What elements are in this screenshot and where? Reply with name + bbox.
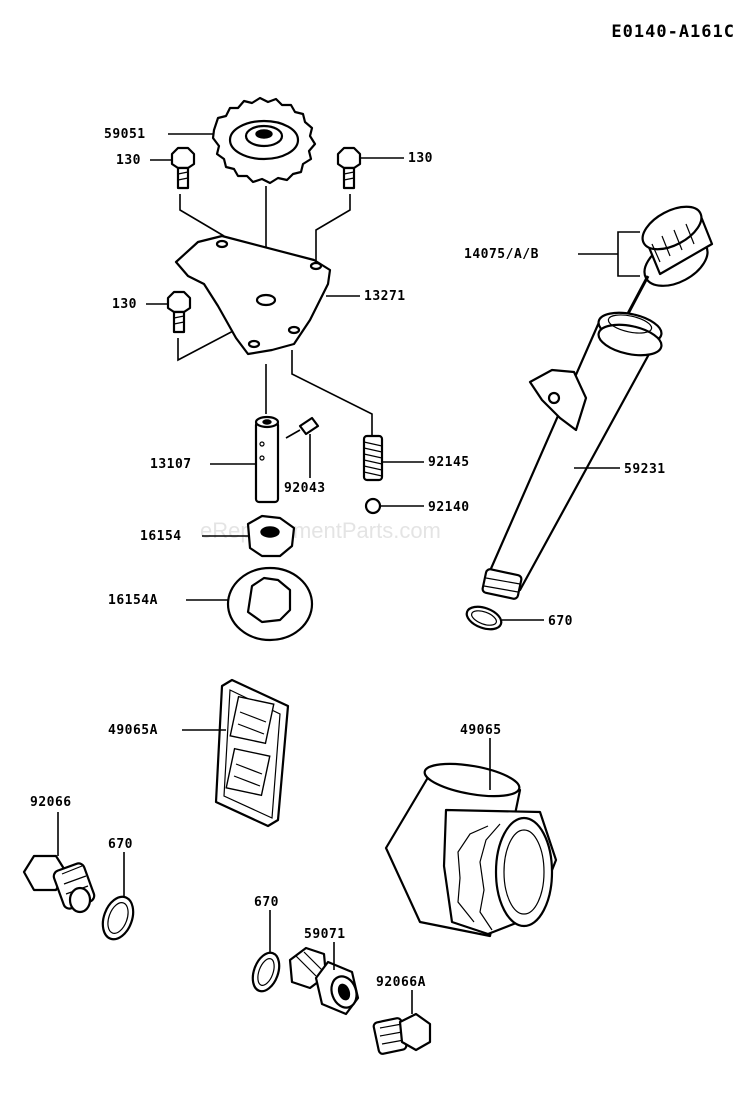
watermark: eReplacementParts.com <box>200 518 441 543</box>
oil-filter[interactable] <box>384 758 558 938</box>
label-bolt-top-left: 130 <box>116 153 141 168</box>
label-filler-tube: 59231 <box>624 462 666 477</box>
label-outer-rotor: 16154A <box>108 593 158 608</box>
bolt-top-left[interactable] <box>170 146 196 190</box>
diagram-id: E0140-A161C <box>611 22 735 42</box>
label-shaft: 13107 <box>150 457 192 472</box>
oring-left[interactable] <box>97 893 138 944</box>
small-plug[interactable] <box>372 1012 432 1055</box>
pump-shaft[interactable] <box>254 415 280 504</box>
label-gear: 59051 <box>104 127 146 142</box>
label-pin: 92043 <box>284 481 326 496</box>
pump-cover-plate[interactable] <box>174 234 332 356</box>
label-inner-rotor: 16154 <box>140 529 182 544</box>
leader-bolt-tl-hole <box>179 194 225 237</box>
label-plate: 13271 <box>364 289 406 304</box>
oring-tube[interactable] <box>464 602 505 633</box>
label-oring-left: 670 <box>108 837 133 852</box>
label-oring-tube: 670 <box>548 614 573 629</box>
label-drain-plug: 92066 <box>30 795 72 810</box>
oil-screen[interactable] <box>214 678 290 828</box>
leader-bolt-tr-hole <box>315 194 351 262</box>
label-small-plug: 92066A <box>376 975 426 990</box>
label-ball: 92140 <box>428 500 470 515</box>
bolt-top-right[interactable] <box>336 146 362 190</box>
label-screen: 49065A <box>108 723 158 738</box>
label-bolt-mid-left: 130 <box>112 297 137 312</box>
leader-pin-dash <box>285 429 301 439</box>
label-bolt-top-right: 130 <box>408 151 433 166</box>
drain-plug[interactable] <box>22 854 96 914</box>
label-fitting: 59071 <box>304 927 346 942</box>
relief-ball[interactable] <box>364 497 382 515</box>
dipstick-cap[interactable] <box>612 198 715 341</box>
label-oring-mid: 670 <box>254 895 279 910</box>
gear-part[interactable] <box>211 96 317 185</box>
label-dipstick: 14075/A/B <box>464 247 539 262</box>
relief-spring[interactable] <box>362 434 384 482</box>
label-spring: 92145 <box>428 455 470 470</box>
pin-part[interactable] <box>298 416 320 436</box>
filter-fitting[interactable] <box>288 946 361 1016</box>
bolt-mid-left[interactable] <box>166 290 192 334</box>
oil-filler-tube[interactable] <box>481 308 664 600</box>
oring-mid[interactable] <box>248 949 284 995</box>
label-oil-filter: 49065 <box>460 723 502 738</box>
leader-dipstick-bracket <box>617 231 640 277</box>
leader-plate-spring <box>291 350 373 436</box>
outer-rotor[interactable] <box>226 566 314 642</box>
inner-rotor[interactable] <box>246 514 296 558</box>
